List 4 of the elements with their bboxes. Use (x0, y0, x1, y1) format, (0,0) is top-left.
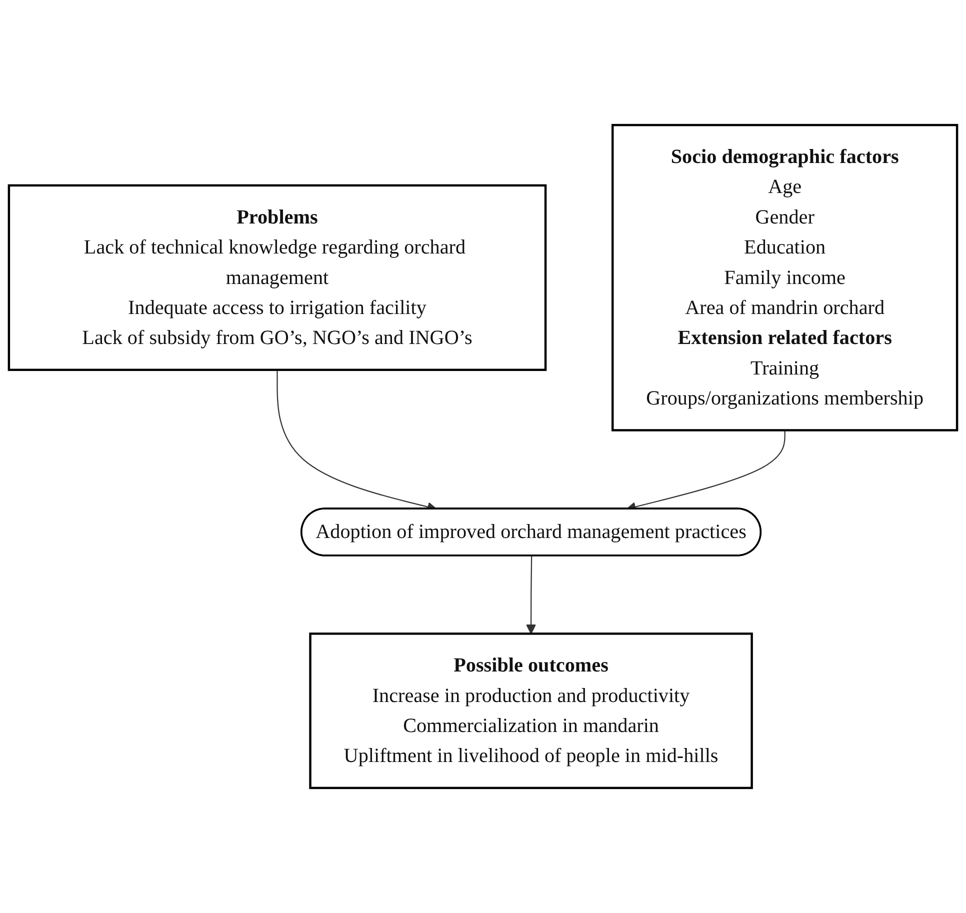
arrow (526, 556, 536, 634)
node-box: Possible outcomes Increase in production and productivity Commercialization in mandarin Upliftment in livelihood of people in mid-hills (309, 632, 753, 790)
node-box: Socio demographic factors Age Gender Education Family income Area of mandrin orchard Extension related factors Training Groups/organizations membership (611, 124, 958, 432)
node-box: Problems Lack of technical knowledge regarding orchard management Indequate access to irrigation facility Lack of subsidy from GO’s, NGO’s and INGO’s (8, 184, 547, 371)
